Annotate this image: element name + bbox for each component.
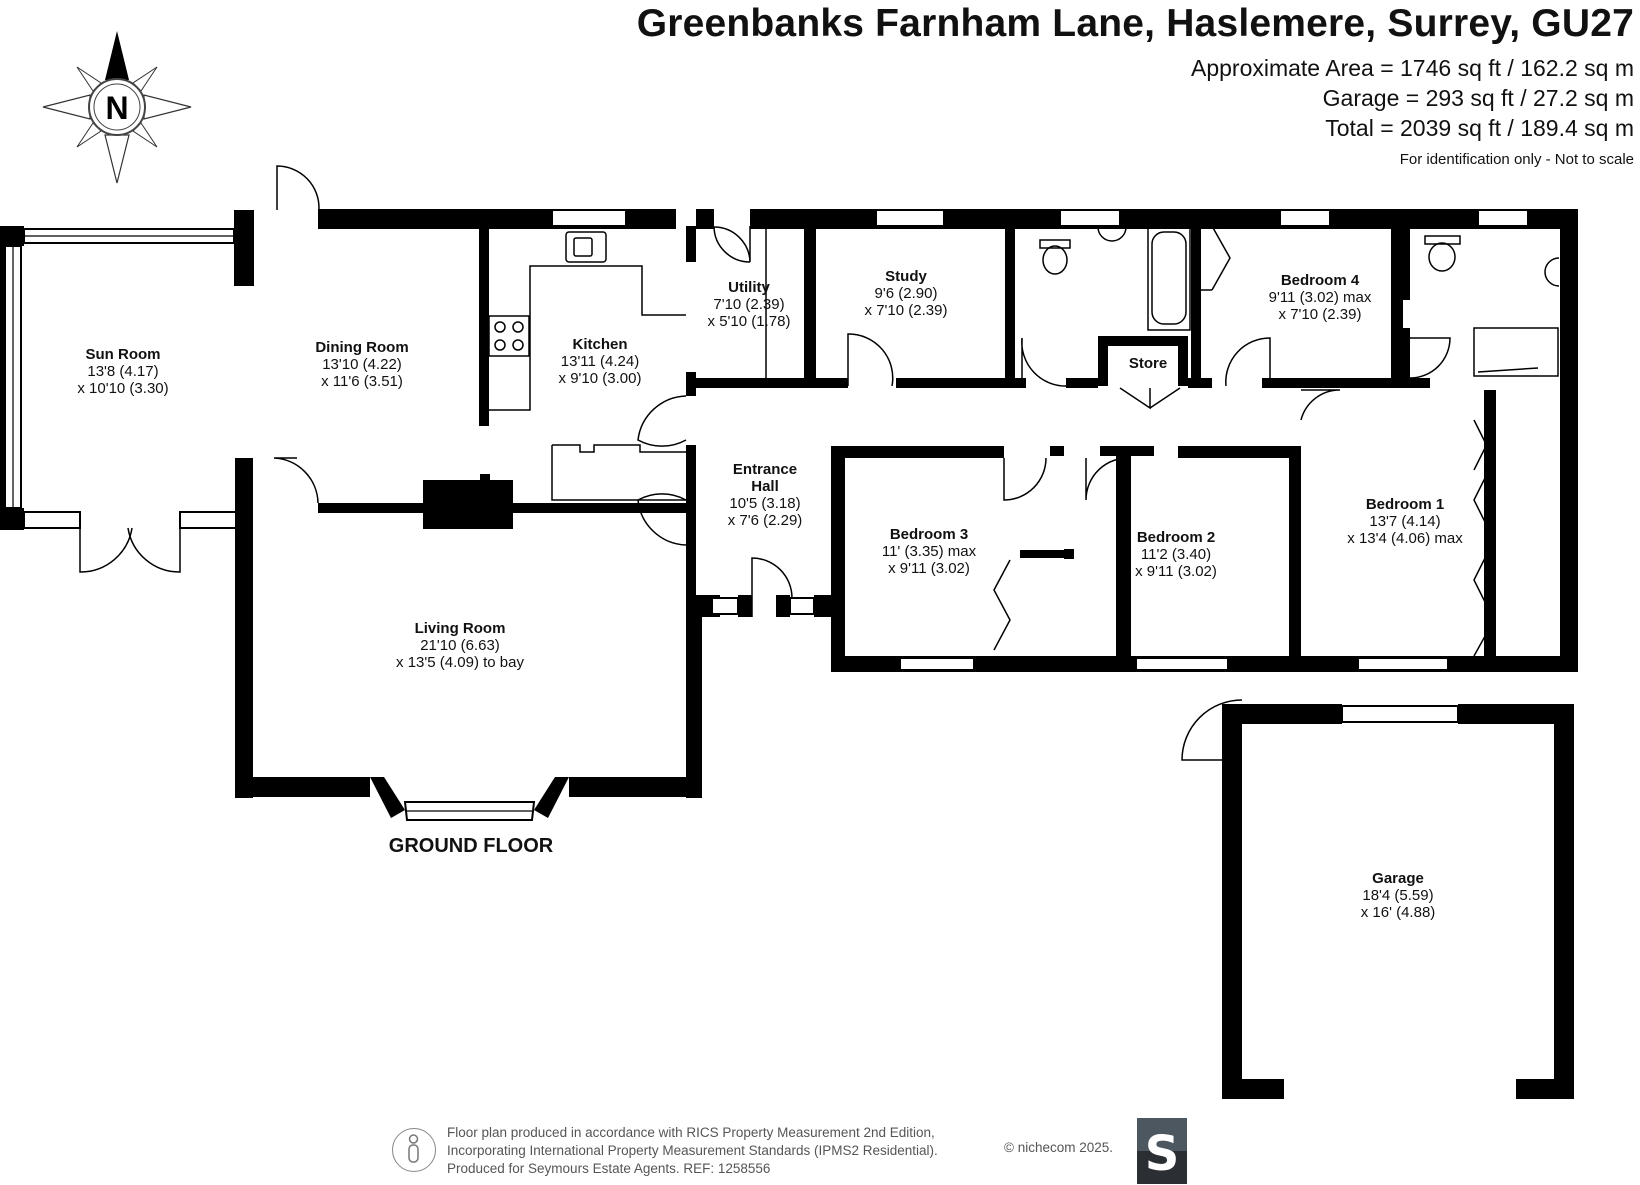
- room-label-sun-room: Sun Room 13'8 (4.17) x 10'10 (3.30): [77, 346, 168, 397]
- room-label-kitchen: Kitchen 13'11 (4.24) x 9'10 (3.00): [559, 336, 642, 387]
- room-name: Garage: [1372, 870, 1424, 887]
- room-dimension: x 16' (4.88): [1360, 904, 1436, 921]
- copyright-credit: © nichecom 2025.: [1004, 1140, 1114, 1155]
- room-dimension: x 13'5 (4.09) to bay: [396, 654, 524, 671]
- room-dimension: 9'11 (3.02) max: [1268, 289, 1372, 306]
- room-dimension: 13'10 (4.22): [322, 356, 402, 373]
- room-dimension: 11'2 (3.40): [1140, 546, 1212, 563]
- room-name-line: Entrance: [732, 461, 798, 478]
- doors: [79, 165, 1451, 761]
- room-dimension: x 10'10 (3.30): [77, 380, 169, 397]
- room-name: Bedroom 4: [1280, 272, 1360, 289]
- fittings: [488, 225, 1560, 657]
- room-dimension: x 13'4 (4.06) max: [1347, 530, 1463, 547]
- room-dimension: x 7'10 (2.39): [864, 302, 948, 319]
- room-label-living-room: Living Room 21'10 (6.63) x 13'5 (4.09) t…: [396, 620, 524, 671]
- measurement-statement: Floor plan produced in accordance with R…: [447, 1124, 938, 1178]
- room-dimension: x 9'11 (3.02): [888, 560, 970, 577]
- room-name: Store: [1128, 355, 1168, 372]
- agent-logo: S: [1137, 1118, 1187, 1184]
- garage-area: Garage = 293 sq ft / 27.2 sq m: [1322, 85, 1634, 111]
- footer-line: Produced for Seymours Estate Agents. REF…: [447, 1161, 771, 1176]
- compass-label: N: [105, 90, 128, 126]
- room-dimension: x 11'6 (3.51): [321, 373, 403, 390]
- room-name: Kitchen: [572, 336, 628, 353]
- room-label-store: Store: [1129, 355, 1167, 372]
- room-name-line: Hall: [751, 478, 779, 495]
- room-dimension: x 9'11 (3.02): [1135, 563, 1217, 580]
- room-name: Bedroom 3: [889, 526, 969, 543]
- accessibility-person-icon: [392, 1128, 436, 1172]
- logo-letter: S: [1144, 1126, 1180, 1182]
- room-dimension: 13'8 (4.17): [87, 363, 159, 380]
- room-name: Utility: [728, 279, 770, 296]
- compass-rose-icon: N: [42, 31, 192, 184]
- room-dimension: 11' (3.35) max: [881, 543, 977, 560]
- room-dimension: x 5'10 (1.78): [707, 313, 791, 330]
- footer-line: Floor plan produced in accordance with R…: [447, 1125, 935, 1140]
- logo-lower-band: [1137, 1151, 1187, 1184]
- room-dimension: x 7'6 (2.29): [727, 512, 803, 529]
- room-label-study: Study 9'6 (2.90) x 7'10 (2.39): [865, 268, 948, 319]
- room-name: Sun Room: [85, 346, 161, 363]
- footer-line: Incorporating International Property Mea…: [447, 1143, 938, 1158]
- room-name: Living Room: [414, 620, 506, 637]
- room-dimension: 18'4 (5.59): [1362, 887, 1434, 904]
- room-name: Dining Room: [315, 339, 409, 356]
- identification-note: For identification only - Not to scale: [1399, 151, 1634, 168]
- room-label-dining-room: Dining Room 13'10 (4.22) x 11'6 (3.51): [315, 339, 408, 390]
- room-dimension: 9'6 (2.90): [874, 285, 938, 302]
- room-label-bedroom-1: Bedroom 1 13'7 (4.14) x 13'4 (4.06) max: [1347, 496, 1462, 547]
- room-label-entrance-hall: Entrance Hall 10'5 (3.18) x 7'6 (2.29): [728, 461, 803, 529]
- room-name: Study: [885, 268, 927, 285]
- room-label-bedroom-2: Bedroom 2 11'2 (3.40) x 9'11 (3.02): [1135, 529, 1217, 580]
- room-dimension: 13'7 (4.14): [1369, 513, 1441, 530]
- total-area: Total = 2039 sq ft / 189.4 sq m: [1325, 115, 1634, 141]
- room-label-bedroom-3: Bedroom 3 11' (3.35) max x 9'11 (3.02): [882, 526, 976, 577]
- room-name: Bedroom 1: [1365, 496, 1445, 513]
- room-label-bedroom-4: Bedroom 4 9'11 (3.02) max x 7'10 (2.39): [1269, 272, 1372, 323]
- room-label-utility: Utility 7'10 (2.39) x 5'10 (1.78): [708, 279, 791, 330]
- room-dimension: x 9'10 (3.00): [558, 370, 642, 387]
- property-title: Greenbanks Farnham Lane, Haslemere, Surr…: [636, 2, 1634, 45]
- room-label-garage: Garage 18'4 (5.59) x 16' (4.88): [1361, 870, 1436, 921]
- approximate-area: Approximate Area = 1746 sq ft / 162.2 sq…: [1190, 55, 1634, 81]
- walls: [0, 209, 1578, 1099]
- room-dimension: x 7'10 (2.39): [1278, 306, 1362, 323]
- room-dimension: 13'11 (4.24): [560, 353, 640, 370]
- room-dimension: 7'10 (2.39): [713, 296, 785, 313]
- floor-label: GROUND FLOOR: [388, 835, 554, 857]
- room-name: Bedroom 2: [1136, 529, 1216, 546]
- room-dimension: 21'10 (6.63): [420, 637, 500, 654]
- room-dimension: 10'5 (3.18): [729, 495, 801, 512]
